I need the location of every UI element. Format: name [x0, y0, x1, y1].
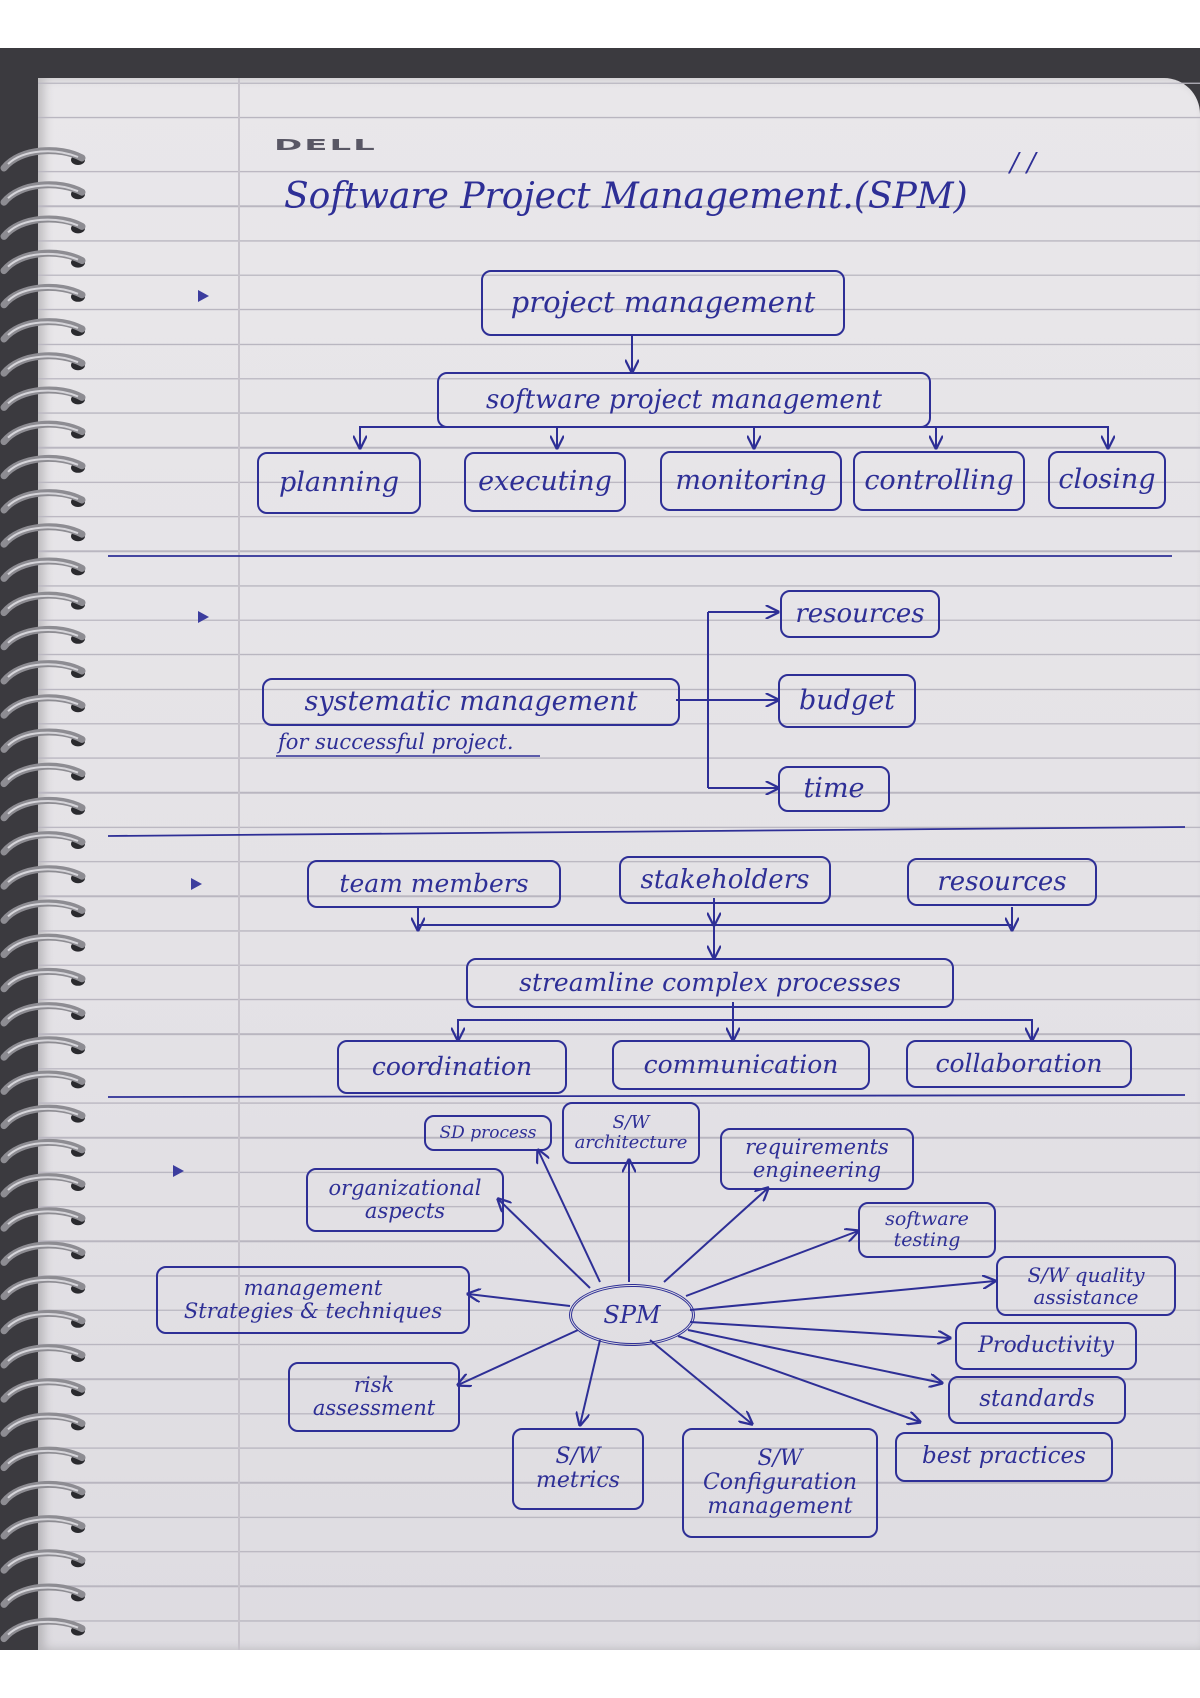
- spiral-ring-highlight: [7, 287, 79, 302]
- spiral-ring-highlight: [7, 1176, 79, 1191]
- spiral-ring-highlight: [7, 321, 79, 336]
- spiral-ring-highlight: [7, 765, 79, 781]
- spiral-ring-highlight: [7, 1415, 79, 1431]
- phase-executing: executing: [464, 452, 626, 512]
- node-standards: standards: [948, 1376, 1126, 1424]
- output-communication: communication: [612, 1040, 870, 1090]
- spiral-ring-highlight: [7, 697, 79, 712]
- spiral-ring-highlight: [7, 1107, 79, 1123]
- box-software-project-management: software project management: [437, 372, 931, 428]
- output-collaboration: collaboration: [906, 1040, 1132, 1088]
- spiral-ring-highlight: [7, 1381, 79, 1396]
- node-risk-assessment: risk assessment: [288, 1362, 460, 1432]
- target-time: time: [778, 766, 890, 812]
- target-resources: resources: [780, 590, 940, 638]
- section-bullet-3: [191, 878, 202, 890]
- node-sw-architecture: S/W architecture: [562, 1102, 700, 1164]
- note-successful-project: for successful project.: [278, 730, 514, 754]
- box-project-management: project management: [481, 270, 845, 336]
- node-software-testing: software testing: [858, 1202, 996, 1258]
- spiral-ring-highlight: [7, 1039, 79, 1054]
- page-title: Software Project Management.(SPM): [284, 176, 968, 217]
- spiral-ring-highlight: [7, 1244, 79, 1260]
- laptop-logo-glimpse: DELL: [274, 136, 377, 154]
- spiral-ring-highlight: [7, 1005, 79, 1020]
- spiral-ring-highlight: [7, 184, 79, 199]
- box-streamline-complex-processes: streamline complex processes: [466, 958, 954, 1008]
- spiral-ring-highlight: [7, 389, 79, 405]
- margin-line: [238, 78, 240, 1650]
- node-sw-configuration-management: S/W Configuration management: [682, 1428, 878, 1538]
- spiral-ring-highlight: [7, 1313, 79, 1328]
- node-requirements-engineering: requirements engineering: [720, 1128, 914, 1190]
- spiral-ring-highlight: [7, 868, 79, 883]
- spiral-binding: [0, 147, 86, 1643]
- spiral-ring-highlight: [7, 1620, 79, 1636]
- node-organizational-aspects: organizational aspects: [306, 1168, 504, 1232]
- spiral-ring-highlight: [7, 731, 79, 747]
- spiral-ring-highlight: [7, 971, 79, 986]
- section-bullet-1: [198, 290, 209, 302]
- phase-planning: planning: [257, 452, 421, 514]
- spiral-ring-highlight: [7, 1484, 79, 1499]
- spiral-ring-highlight: [7, 1142, 79, 1157]
- node-best-practices: best practices: [895, 1432, 1113, 1482]
- spm-center-node: SPM: [569, 1284, 695, 1346]
- phase-monitoring: monitoring: [660, 451, 842, 511]
- spiral-ring-highlight: [7, 218, 79, 234]
- input-team-members: team members: [307, 860, 561, 908]
- input-stakeholders: stakeholders: [619, 856, 831, 904]
- spiral-ring-highlight: [7, 458, 79, 473]
- spiral-ring-highlight: [7, 560, 79, 576]
- node-sd-process: SD process: [424, 1115, 552, 1151]
- date-marks: / /: [1010, 148, 1036, 178]
- spiral-ring-highlight: [7, 629, 79, 644]
- spiral-ring-highlight: [7, 1210, 79, 1225]
- phase-controlling: controlling: [853, 451, 1025, 511]
- spiral-ring-highlight: [7, 1552, 79, 1567]
- input-resources: resources: [907, 858, 1097, 906]
- node-productivity: Productivity: [955, 1322, 1137, 1370]
- spiral-ring-highlight: [7, 1073, 79, 1089]
- spiral-ring-highlight: [7, 1586, 79, 1602]
- spiral-ring-highlight: [7, 936, 79, 952]
- spiral-ring-highlight: [7, 1518, 79, 1533]
- spiral-ring-highlight: [7, 800, 79, 815]
- spiral-ring-highlight: [7, 1449, 79, 1465]
- node-sw-metrics: S/W metrics: [512, 1428, 644, 1510]
- target-budget: budget: [778, 674, 916, 728]
- spiral-ring-highlight: [7, 663, 79, 678]
- section-bullet-2: [198, 611, 209, 623]
- spiral-ring-highlight: [7, 902, 79, 918]
- spiral-ring-highlight: [7, 1278, 79, 1294]
- spiral-ring-highlight: [7, 423, 79, 439]
- spiral-ring-highlight: [7, 492, 79, 507]
- node-sw-quality-assistance: S/W quality assistance: [996, 1256, 1176, 1316]
- output-coordination: coordination: [337, 1040, 567, 1094]
- spiral-ring-highlight: [7, 355, 79, 370]
- spiral-ring-highlight: [7, 1347, 79, 1362]
- spiral-ring-highlight: [7, 594, 79, 610]
- section-bullet-4: [173, 1165, 184, 1177]
- spiral-ring-highlight: [7, 150, 79, 165]
- node-management-strategies: management Strategies & techniques: [156, 1266, 470, 1334]
- spiral-ring-highlight: [7, 526, 79, 541]
- box-systematic-management: systematic management: [262, 678, 680, 726]
- spiral-ring-highlight: [7, 252, 79, 268]
- spiral-ring-highlight: [7, 834, 79, 849]
- phase-closing: closing: [1048, 451, 1166, 509]
